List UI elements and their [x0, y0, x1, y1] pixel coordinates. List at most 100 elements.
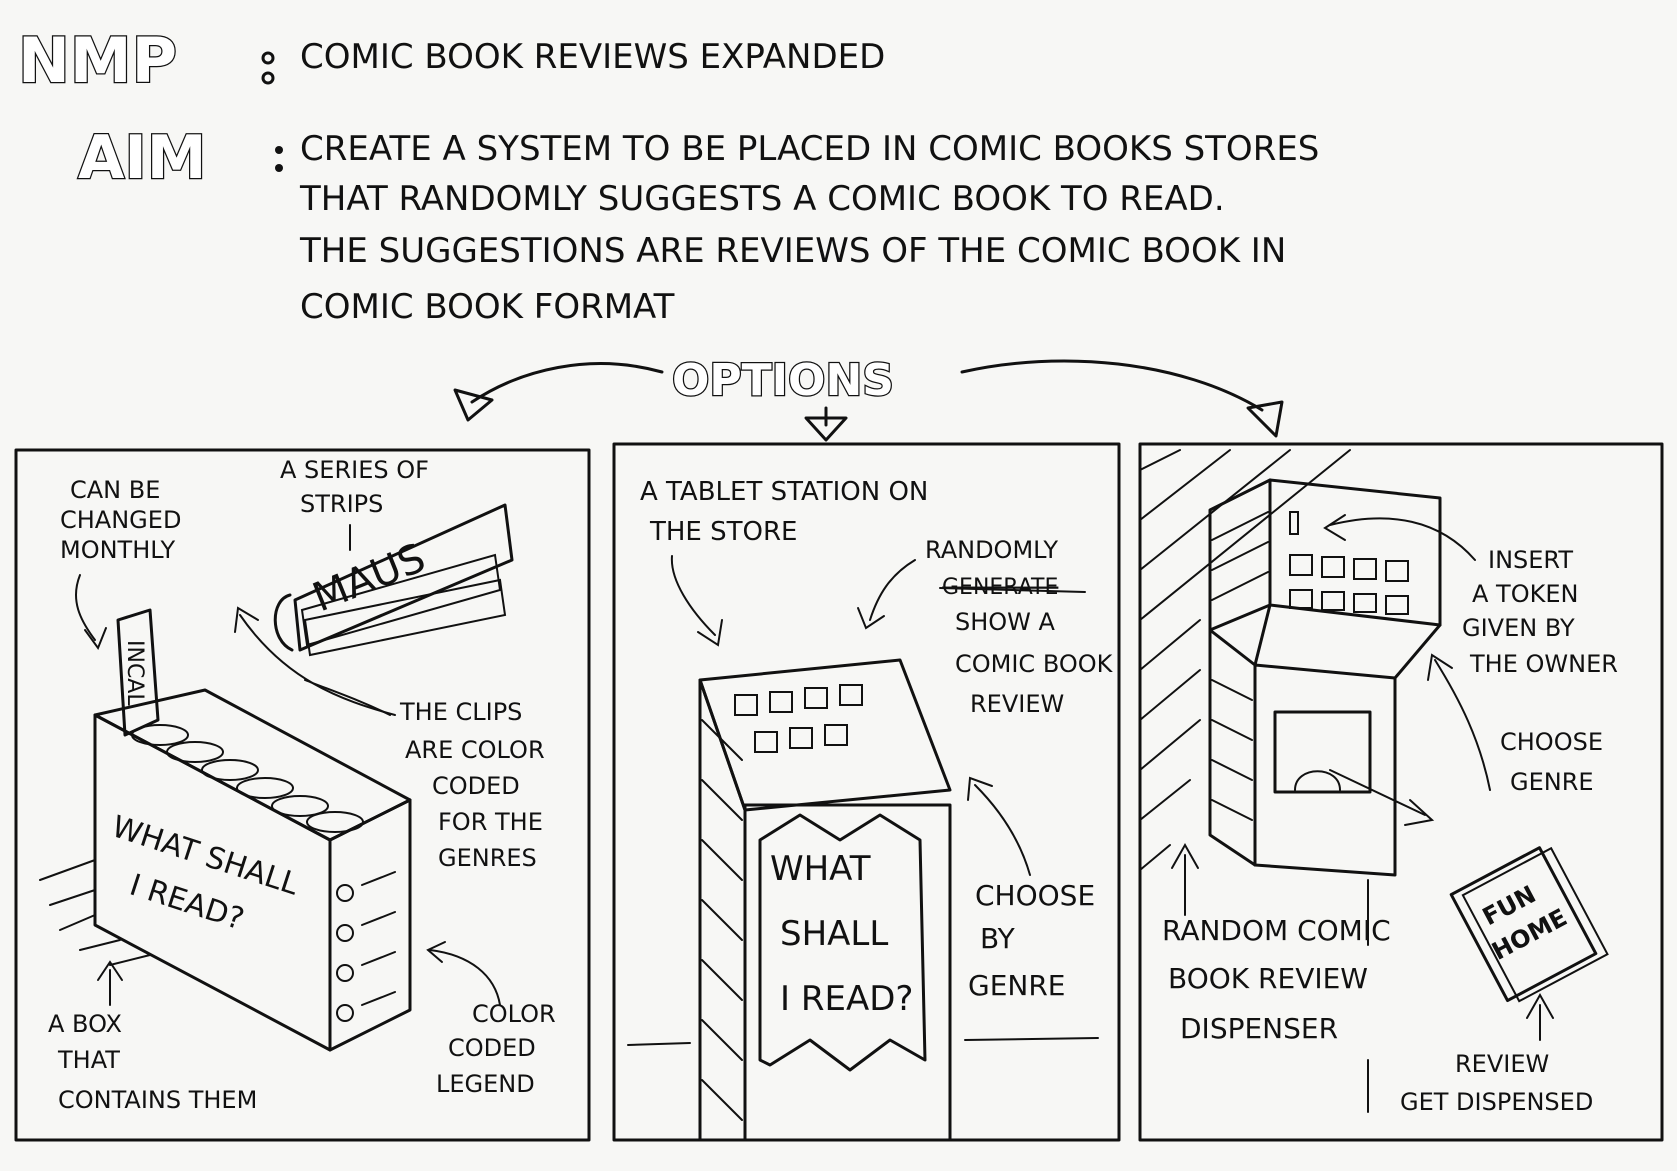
- show-review-note: SHOW A COMIC BOOK REVIEW: [955, 608, 1120, 718]
- clip-slot: [166, 741, 224, 763]
- tablet-kiosk: WHAT SHALL I READ?: [698, 658, 952, 1142]
- dispenser-note: RANDOM COMIC BOOK REVIEW DISPENSER: [1162, 914, 1400, 1045]
- genre-button: [1289, 589, 1313, 609]
- arrow-clips-2: [304, 679, 391, 716]
- genre-button: [789, 727, 813, 749]
- arrow-randomly: [869, 559, 916, 621]
- genre-button: [1353, 593, 1377, 613]
- screen-text: WHAT SHALL I READ?: [770, 849, 913, 1019]
- arrow-review-out: [1329, 769, 1426, 816]
- arrow-genre: [974, 784, 1031, 876]
- arrow-clips: [239, 614, 396, 716]
- genre-button: [839, 684, 863, 706]
- dispensed-comic: FUN HOME: [1449, 846, 1609, 1003]
- screen-jagged: [758, 813, 927, 1072]
- genre-button: [754, 731, 778, 753]
- clip-slot: [271, 795, 329, 817]
- aim-line-2: THAT RANDOMLY SUGGESTS A COMIC BOOK TO R…: [299, 179, 1225, 219]
- clip-slot: [201, 759, 259, 781]
- legend-note: COLOR CODED LEGEND: [436, 1000, 563, 1098]
- machine-bottom-side: [1208, 628, 1257, 867]
- arrow-head: [697, 619, 723, 647]
- panel-1-frame: [14, 448, 591, 1142]
- arrow-changed: [75, 574, 96, 641]
- panel-2: A TABLET STATION ON THE STORE RANDOMLY G…: [627, 477, 1120, 1142]
- can-be-changed-note: CAN BE CHANGED MONTHLY: [60, 476, 189, 564]
- nmp-logo: NMP: [18, 24, 177, 97]
- genre-button: [1321, 556, 1345, 578]
- legend-dot: [336, 964, 354, 982]
- arrow-tablet: [670, 555, 716, 636]
- arrow-head: [1171, 842, 1199, 869]
- dispenser-machine: [1208, 478, 1442, 877]
- aim-line-3: THE SUGGESTIONS ARE REVIEWS OF THE COMIC…: [299, 231, 1286, 271]
- comic-strips: MAUS: [273, 503, 514, 657]
- comic-title: FUN HOME: [1471, 872, 1572, 966]
- strip-mid: [300, 553, 502, 647]
- arrow-head: [1323, 514, 1346, 541]
- arrow-head: [426, 941, 446, 963]
- panel-1: CAN BE CHANGED MONTHLY A SERIES OF STRIP…: [39, 456, 563, 1114]
- strip-title: MAUS: [307, 535, 432, 621]
- strip-clip: [273, 593, 294, 652]
- box-text: WHAT SHALL I READ?: [92, 809, 312, 953]
- aim-line-4: COMIC BOOK FORMAT: [300, 287, 675, 327]
- clips-note: THE CLIPS ARE COLOR CODED FOR THE GENRES: [399, 698, 552, 872]
- arrow-legend: [429, 949, 501, 1006]
- genre-button: [1385, 595, 1409, 615]
- tablet-station-note: A TABLET STATION ON THE STORE: [640, 477, 937, 547]
- legend-dot: [336, 1004, 354, 1022]
- dispense-window: [1273, 710, 1372, 794]
- token-slot: [1289, 511, 1299, 535]
- wall-hatch: [1139, 449, 1351, 871]
- colon-dot: [275, 164, 283, 172]
- genre-button: [734, 694, 758, 716]
- struck-word: GENERATE: [942, 575, 1058, 600]
- arrow-token: [1329, 517, 1476, 561]
- arrow-head: [1526, 992, 1554, 1019]
- strike-line: [939, 587, 1086, 593]
- genre-button: [1321, 591, 1345, 611]
- kiosk-side: [698, 678, 747, 1142]
- clip-label: INCAL: [122, 640, 147, 706]
- arrow-head: [804, 416, 848, 442]
- legend-dot: [336, 884, 354, 902]
- options-label: OPTIONS: [672, 355, 894, 406]
- machine-neck: [1253, 603, 1442, 680]
- genre-button: [1289, 554, 1313, 576]
- genre-button: [1353, 558, 1377, 580]
- colon-dot: [261, 51, 275, 65]
- choose-genre-note: CHOOSE BY GENRE: [968, 879, 1104, 1002]
- genre-button: [769, 691, 793, 713]
- panel-3-frame: [1138, 442, 1664, 1142]
- arrow-head: [1246, 400, 1284, 438]
- machine-body-hatch: [1211, 679, 1253, 821]
- colon-dot: [275, 146, 283, 154]
- arrow-to-panel-1: [470, 362, 664, 404]
- colon-dot: [261, 71, 275, 85]
- comic-cover: [1449, 846, 1598, 1003]
- arrow-head: [857, 607, 885, 630]
- insert-token-note: INSERT A TOKEN GIVEN BY THE OWNER: [1462, 546, 1618, 678]
- arrow-head: [1404, 799, 1435, 826]
- standing-clip: [116, 608, 160, 737]
- arrow-head: [84, 627, 107, 651]
- box-shadow: [39, 859, 151, 966]
- arrow-head: [97, 960, 123, 981]
- arrow-genre-3: [1434, 659, 1491, 791]
- aim-line-1: CREATE A SYSTEM TO BE PLACED IN COMIC BO…: [300, 129, 1319, 169]
- machine-side-hatch: [1211, 511, 1269, 601]
- box-side: [328, 798, 412, 1052]
- clip-slot: [306, 811, 364, 833]
- genre-button: [804, 687, 828, 709]
- arrow-head: [234, 606, 259, 633]
- choose-genre-3-note: CHOOSE GENRE: [1500, 728, 1611, 796]
- genre-button: [1385, 560, 1409, 582]
- randomly-label: RANDOMLY: [925, 536, 1058, 564]
- aim-logo: AIM: [78, 123, 206, 193]
- comic-back-page: [1461, 846, 1609, 1003]
- legend-dot: [336, 924, 354, 942]
- review-note: REVIEW GET DISPENSED: [1400, 1050, 1593, 1116]
- box-note: A BOX THAT CONTAINS THEM: [48, 1010, 257, 1114]
